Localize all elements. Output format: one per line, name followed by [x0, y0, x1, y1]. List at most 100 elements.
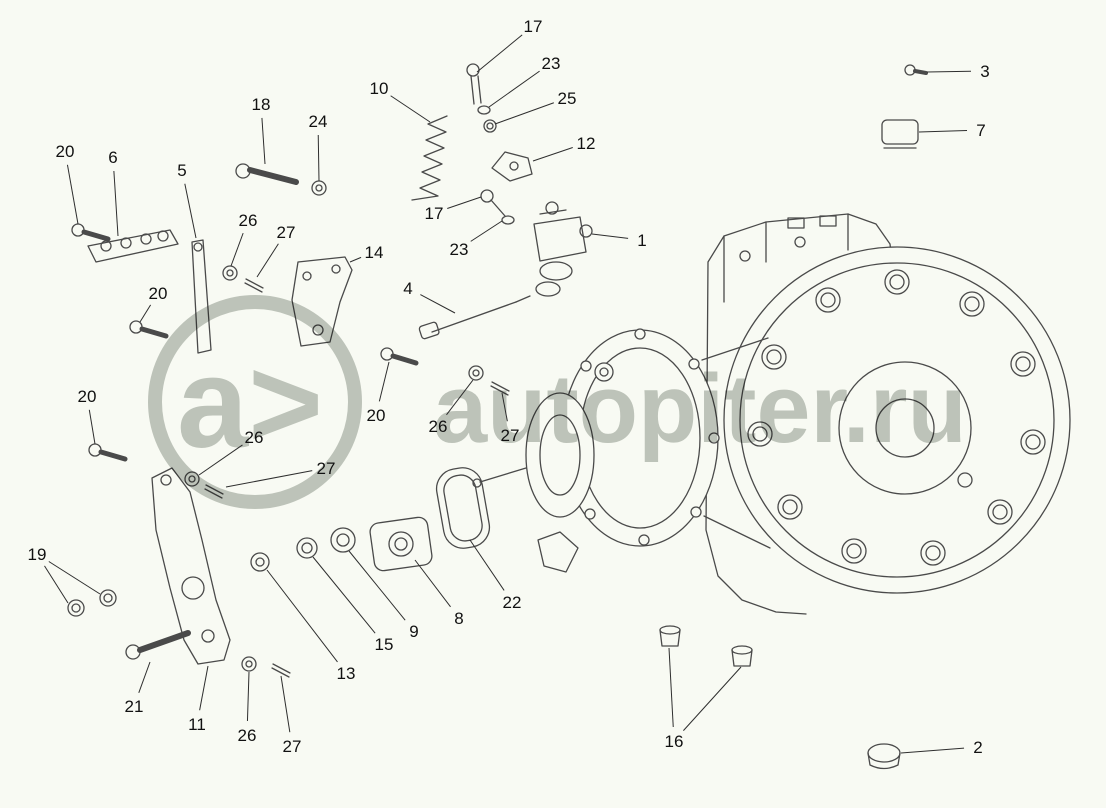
cap-7 — [881, 119, 919, 149]
leader-line-23 — [470, 220, 503, 242]
nut-19-a — [67, 599, 85, 617]
leader-line-8 — [414, 559, 451, 608]
leader-line-4 — [420, 294, 456, 314]
callout-label-27: 27 — [501, 426, 520, 445]
leader-line-26 — [230, 232, 244, 267]
leader-line-20 — [66, 164, 79, 225]
pin-27-3 — [490, 381, 510, 396]
leader-line-26 — [446, 379, 474, 416]
leader-line-5 — [184, 183, 197, 239]
front-cover — [472, 392, 595, 573]
washer-9 — [330, 527, 356, 553]
callout-label-10: 10 — [370, 79, 389, 98]
plug-16-b — [731, 645, 753, 667]
bolt-20-1 — [71, 223, 111, 242]
flange-bolts — [747, 269, 1046, 566]
bolt-17-mid — [480, 189, 506, 217]
callout-label-17: 17 — [524, 17, 543, 36]
leader-line-15 — [312, 556, 376, 634]
nut-19-b — [99, 589, 117, 607]
watermark-logo-circle — [148, 295, 362, 509]
leader-line-17 — [447, 196, 482, 209]
leader-line-26 — [246, 671, 250, 722]
callout-label-25: 25 — [558, 89, 577, 108]
washer-13 — [250, 552, 270, 572]
watermark-logo-text: a> — [177, 332, 323, 475]
watermark: a> autopiter.ru — [148, 295, 967, 509]
clutch-housing — [560, 328, 720, 547]
callout-label-20: 20 — [149, 284, 168, 303]
leader-line-1 — [591, 233, 629, 239]
bolt-20-2 — [129, 320, 169, 339]
control-valve — [533, 201, 593, 297]
leader-line-27 — [225, 470, 313, 488]
leader-line-27 — [280, 675, 291, 733]
leader-line-20 — [378, 361, 390, 402]
callout-label-9: 9 — [409, 622, 418, 641]
callout-label-26: 26 — [429, 417, 448, 436]
callout-label-1: 1 — [637, 231, 646, 250]
housing-neck — [701, 337, 771, 549]
bolt-3 — [904, 64, 928, 76]
callout-label-11: 11 — [188, 715, 206, 734]
callout-label-22: 22 — [503, 593, 522, 612]
leader-line-3 — [926, 70, 972, 73]
callout-label-19: 19 — [28, 545, 47, 564]
callout-label-6: 6 — [108, 148, 117, 167]
leader-line-20 — [139, 304, 152, 323]
callout-label-23: 23 — [450, 240, 469, 259]
leader-line-11 — [199, 665, 209, 711]
leader-line-25 — [494, 102, 555, 125]
spring-10 — [411, 115, 448, 201]
nut-25 — [483, 119, 497, 133]
callout-label-20: 20 — [367, 406, 386, 425]
lever-11 — [151, 467, 231, 665]
leader-line-17 — [476, 34, 523, 73]
leader-line-20 — [88, 409, 96, 445]
callout-label-27: 27 — [283, 737, 302, 756]
callout-label-15: 15 — [375, 635, 394, 654]
callout-label-24: 24 — [309, 112, 328, 131]
leader-line-21 — [138, 661, 151, 694]
leader-line-26 — [198, 444, 243, 476]
leader-line-13 — [266, 569, 338, 663]
leader-line-2 — [900, 747, 965, 754]
leader-line-27 — [501, 392, 508, 422]
leader-line-22 — [469, 539, 505, 591]
callout-label-26: 26 — [238, 726, 257, 745]
block-8 — [369, 516, 433, 572]
leader-line-16 — [683, 666, 742, 731]
leader-line-19 — [48, 561, 101, 595]
plug-2 — [867, 743, 901, 770]
callout-label-26: 26 — [239, 211, 258, 230]
callout-label-4: 4 — [403, 279, 412, 298]
leader-line-24 — [317, 134, 320, 182]
axle-housing-body — [705, 213, 894, 615]
washer-23-top — [477, 105, 491, 115]
callout-label-16: 16 — [665, 732, 684, 751]
callout-label-20: 20 — [78, 387, 97, 406]
callout-label-8: 8 — [454, 609, 463, 628]
bolt-21 — [125, 630, 191, 660]
callout-label-23: 23 — [542, 54, 561, 73]
pin-27-4 — [271, 663, 291, 678]
callout-label-26: 26 — [245, 428, 264, 447]
callout-label-20: 20 — [56, 142, 75, 161]
bolt-20-4 — [380, 347, 419, 366]
leader-line-19 — [44, 565, 69, 604]
callout-label-7: 7 — [976, 121, 985, 140]
hub-flange — [723, 246, 1071, 594]
leader-line-12 — [532, 147, 573, 162]
leader-line-10 — [390, 95, 431, 123]
leader-line-23 — [488, 70, 540, 108]
plug-16-a — [659, 625, 681, 647]
callout-label-3: 3 — [980, 62, 989, 81]
ring-15 — [296, 537, 318, 559]
washer-26-1 — [222, 265, 238, 281]
callout-label-5: 5 — [177, 161, 186, 180]
leader-line-6 — [113, 170, 119, 237]
callout-label-21: 21 — [125, 697, 144, 716]
